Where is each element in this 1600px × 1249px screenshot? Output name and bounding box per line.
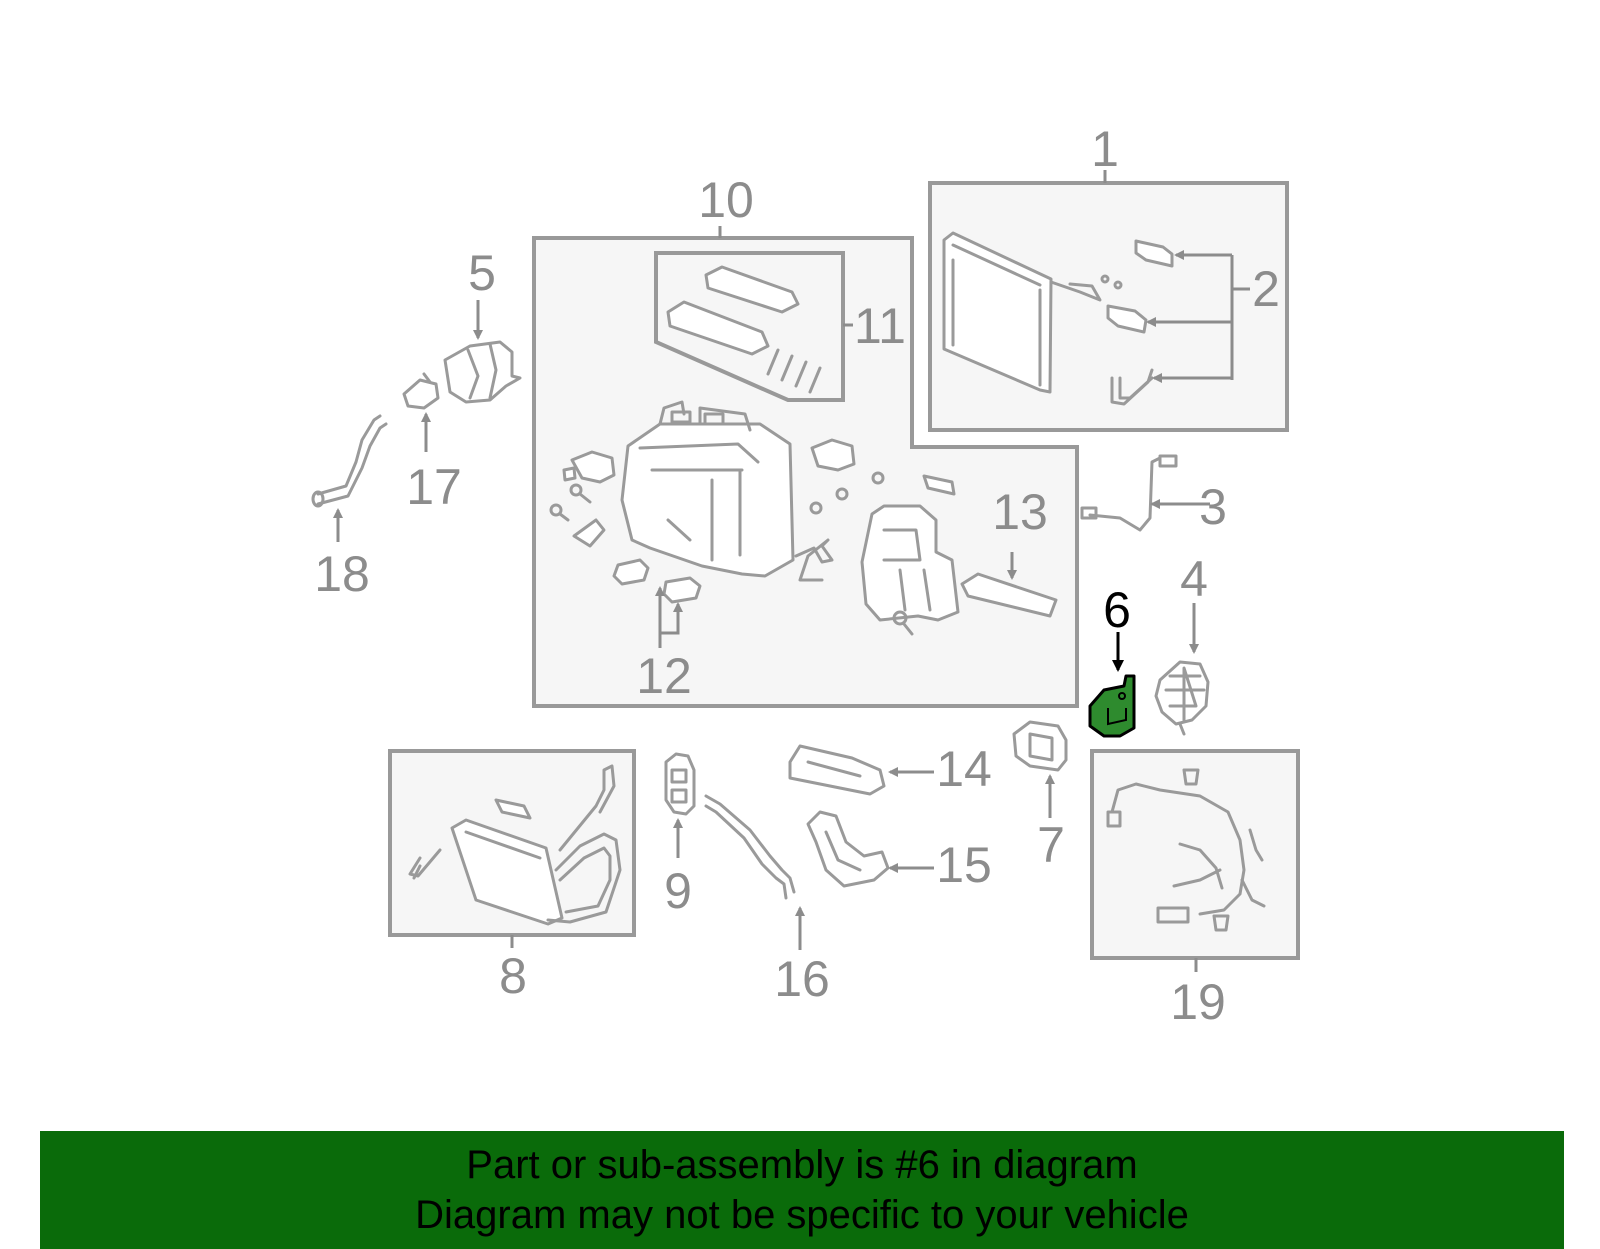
callout-16: 16 (774, 951, 830, 1007)
callout-13: 13 (992, 484, 1048, 540)
callout-14: 14 (936, 741, 992, 797)
parts-diagram: 1 2 3 4 5 6 7 8 9 10 11 12 13 14 15 16 1… (311, 121, 1300, 1030)
part-group-8-core (388, 749, 636, 948)
part-4-blower-fan (1154, 603, 1210, 736)
callout-3: 3 (1199, 479, 1227, 535)
part-9-clip (664, 752, 696, 858)
callout-15: 15 (936, 837, 992, 893)
part-7-actuator (1012, 720, 1068, 818)
part-5-blower-motor (443, 300, 522, 404)
callout-5: 5 (468, 245, 496, 301)
part-16-hose (704, 794, 805, 950)
callout-6[interactable]: 6 (1103, 582, 1131, 638)
part-6-highlighted[interactable] (1088, 632, 1136, 738)
part-14-duct (788, 744, 934, 796)
callout-1: 1 (1091, 121, 1119, 177)
part-15-duct (806, 810, 934, 888)
callout-17: 17 (406, 459, 462, 515)
callout-8: 8 (499, 948, 527, 1004)
callout-2: 2 (1252, 261, 1280, 317)
banner-line-1: Part or sub-assembly is #6 in diagram (466, 1143, 1138, 1187)
callout-7: 7 (1037, 817, 1065, 873)
callout-4: 4 (1180, 551, 1208, 607)
callout-19: 19 (1170, 974, 1226, 1030)
banner-line-2: Diagram may not be specific to your vehi… (415, 1193, 1189, 1237)
part-group-10-unit-housing (532, 226, 1079, 708)
callout-10: 10 (698, 172, 754, 228)
callout-12: 12 (636, 648, 692, 704)
part-17-valve (402, 372, 440, 452)
part-3-sensor (1080, 454, 1210, 532)
part-group-19-harness (1090, 749, 1300, 972)
part-group-1-evaporator (928, 170, 1289, 432)
info-banner: Part or sub-assembly is #6 in diagram Di… (40, 1131, 1564, 1249)
callout-9: 9 (664, 863, 692, 919)
callout-11: 11 (854, 298, 906, 354)
callout-18: 18 (314, 546, 370, 602)
part-18-hose (311, 414, 388, 542)
